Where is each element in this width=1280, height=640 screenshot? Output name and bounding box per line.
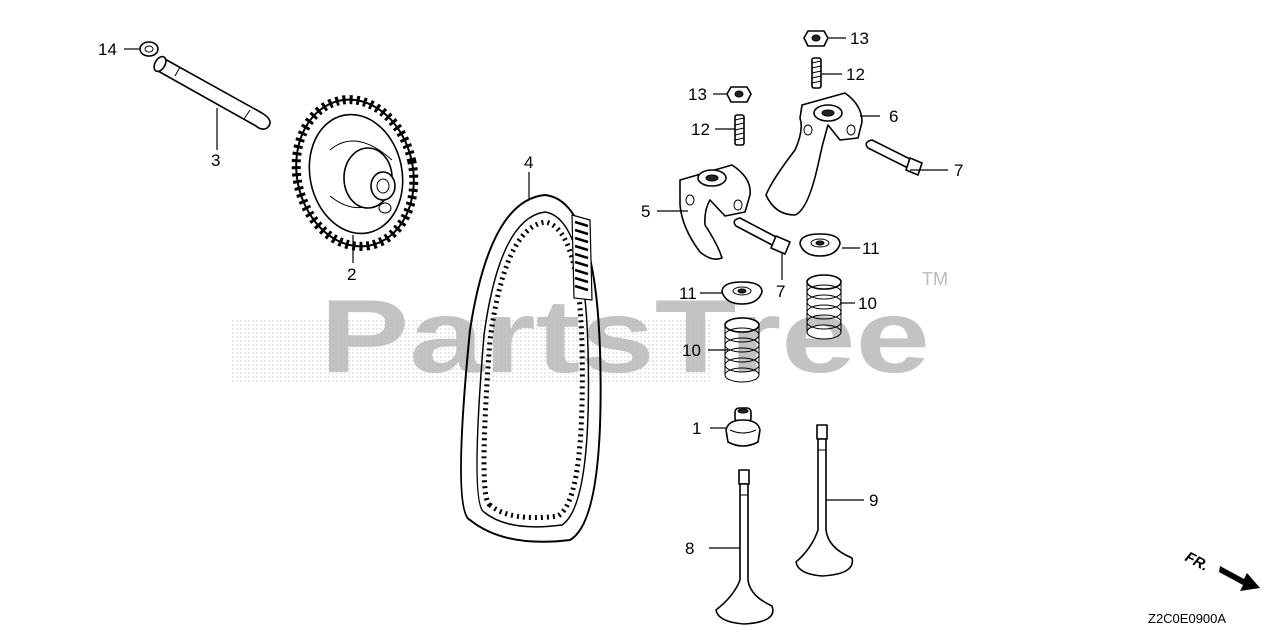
- front-arrow-icon: [1219, 566, 1260, 591]
- callout-11-right[interactable]: 11: [862, 239, 880, 258]
- watermark-text: PartsTree: [320, 279, 930, 395]
- part-8-intake-valve[interactable]: [715, 469, 774, 625]
- callout-11-left[interactable]: 11: [679, 284, 697, 303]
- part-11-spring-retainer-left[interactable]: [721, 281, 763, 305]
- callout-4[interactable]: 4: [524, 153, 533, 172]
- watermark-trademark: TM: [922, 269, 948, 289]
- callout-6[interactable]: 6: [889, 107, 898, 126]
- part-3-shaft[interactable]: [152, 55, 271, 130]
- callout-12-left[interactable]: 12: [691, 120, 710, 139]
- callout-8[interactable]: 8: [685, 539, 694, 558]
- part-11-spring-retainer-right[interactable]: [799, 233, 841, 257]
- part-9-exhaust-valve[interactable]: [795, 424, 854, 577]
- front-label: FR.: [1182, 549, 1211, 575]
- part-12-adjusting-screw-right[interactable]: [811, 57, 822, 89]
- callout-7-upper[interactable]: 7: [954, 161, 963, 180]
- diagram-code: Z2C0E0900A: [1148, 611, 1226, 626]
- part-2-cam-pulley[interactable]: [283, 89, 427, 258]
- callout-13-right[interactable]: 13: [850, 29, 869, 48]
- callout-14[interactable]: 14: [98, 40, 117, 59]
- part-5-rocker-arm[interactable]: [679, 164, 751, 260]
- part-10-valve-spring-right[interactable]: [806, 274, 842, 340]
- callout-7-lower[interactable]: 7: [776, 282, 785, 301]
- watermark-dot-band: [232, 320, 712, 382]
- part-4-timing-belt[interactable]: [460, 193, 602, 543]
- leader-lines: [124, 37, 948, 549]
- callout-12-right[interactable]: 12: [846, 65, 865, 84]
- callout-10-left[interactable]: 10: [682, 341, 701, 360]
- part-1-valve-stem-seal[interactable]: [725, 407, 761, 447]
- part-12-adjusting-screw-left[interactable]: [734, 114, 745, 146]
- callout-10-right[interactable]: 10: [858, 294, 877, 313]
- part-6-rocker-arm[interactable]: [765, 92, 863, 216]
- part-13-nut-right[interactable]: [803, 30, 829, 47]
- callout-2[interactable]: 2: [347, 265, 356, 284]
- front-direction-indicator: FR.: [1182, 549, 1260, 591]
- callout-3[interactable]: 3: [211, 151, 220, 170]
- part-7-rocker-pin-left[interactable]: [733, 217, 791, 255]
- callout-5[interactable]: 5: [641, 202, 650, 221]
- part-7-rocker-pin-right[interactable]: [865, 139, 923, 176]
- callout-labels: 14 3 2 4 5 6 7 7 8 9 11 11 10 10 1 12 12…: [98, 29, 963, 558]
- callout-1[interactable]: 1: [692, 419, 701, 438]
- part-14-washer[interactable]: [139, 41, 159, 57]
- part-13-nut-left[interactable]: [726, 86, 752, 103]
- callout-13-left[interactable]: 13: [688, 85, 707, 104]
- callout-9[interactable]: 9: [869, 491, 878, 510]
